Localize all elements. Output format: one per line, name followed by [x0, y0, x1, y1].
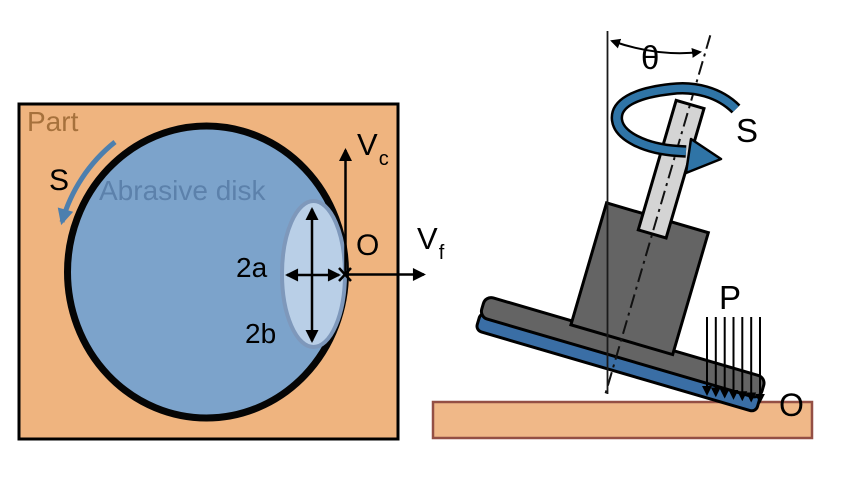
- dim-2a-label: 2a: [236, 252, 268, 283]
- spin-band-arrowhead: [684, 137, 723, 175]
- pressure-arrows: [702, 317, 765, 404]
- dim-2b-label: 2b: [245, 318, 277, 349]
- disk-spin-label: S: [49, 164, 70, 197]
- pressure-label: P: [719, 279, 742, 316]
- side-view-figure: [431, 31, 814, 440]
- top-view-figure: [17, 102, 426, 441]
- contact-point-label: O: [779, 387, 804, 423]
- origin-label: O: [356, 229, 380, 262]
- origin-cross-marker: [338, 267, 352, 282]
- vf-sub: f: [438, 242, 445, 264]
- spindle-spin-label: S: [736, 112, 759, 149]
- feed-velocity-label: Vf: [417, 221, 444, 263]
- vc-main: V: [357, 127, 378, 162]
- tilted-tool-group: [475, 35, 766, 413]
- part-label: Part: [27, 106, 79, 137]
- vf-main: V: [417, 221, 438, 256]
- vc-sub: c: [378, 148, 389, 170]
- cutting-velocity-label: Vc: [357, 127, 389, 169]
- disk-rotation-arrow: [57, 140, 117, 226]
- tilt-angle-label: θ: [641, 39, 660, 76]
- tilt-angle-arc: [610, 38, 702, 58]
- abrasive-disk-label: Abrasive disk: [99, 175, 266, 206]
- spin-band: [613, 84, 739, 156]
